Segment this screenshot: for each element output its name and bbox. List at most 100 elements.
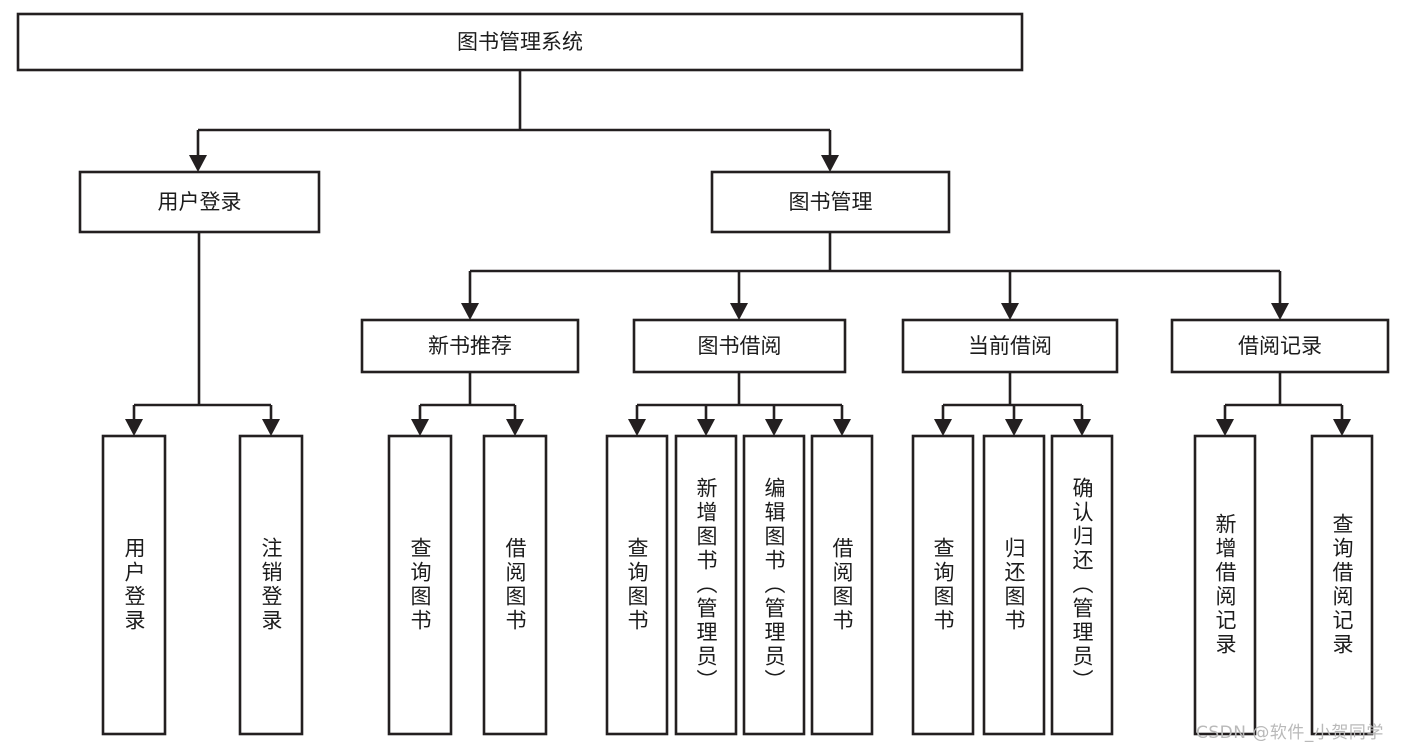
arrow-head-icon [125, 419, 143, 436]
connector-conn-bm-a3 [1001, 271, 1019, 320]
node-root[interactable]: 图书管理系统 [16, 12, 1024, 72]
connector-conn-br-a1 [1216, 405, 1234, 436]
node-label: 查询图书 [931, 537, 955, 633]
connector-conn-bw-a1 [628, 405, 646, 436]
node-label: 编辑图书（管理员） [762, 477, 786, 693]
connector-conn-bm-a4 [1271, 271, 1289, 320]
arrow-head-icon [1073, 419, 1091, 436]
node-box[interactable] [810, 434, 874, 736]
node-leaf-return-book[interactable]: 归还图书 [982, 434, 1046, 736]
arrow-head-icon [628, 419, 646, 436]
node-new-book-recommend[interactable]: 新书推荐 [360, 318, 580, 374]
node-label: 借阅图书 [830, 537, 854, 633]
node-box[interactable] [1170, 318, 1390, 374]
arrow-head-icon [1333, 419, 1351, 436]
node-label: 新增借阅记录 [1213, 513, 1237, 657]
node-box[interactable] [238, 434, 304, 736]
arrow-head-icon [1001, 303, 1019, 320]
connector-conn-bw-a2 [697, 405, 715, 436]
node-current-borrow[interactable]: 当前借阅 [901, 318, 1119, 374]
node-box[interactable] [911, 434, 975, 736]
node-label: 图书借阅 [698, 334, 782, 358]
node-box[interactable] [482, 434, 548, 736]
connector-conn-bw-a4 [833, 405, 851, 436]
node-leaf-add-book[interactable]: 新增图书（管理员） [674, 434, 738, 736]
node-box[interactable] [982, 434, 1046, 736]
connector-conn-br-a2 [1333, 405, 1351, 436]
node-label: 用户登录 [122, 537, 146, 633]
node-leaf-user-login[interactable]: 用户登录 [101, 434, 167, 736]
arrow-head-icon [934, 419, 952, 436]
node-box[interactable] [16, 12, 1024, 72]
node-borrow-record[interactable]: 借阅记录 [1170, 318, 1390, 374]
arrow-head-icon [1216, 419, 1234, 436]
node-leaf-add-borrow-record[interactable]: 新增借阅记录 [1193, 434, 1257, 736]
node-label: 查询借阅记录 [1330, 513, 1354, 657]
connector-conn-cb-a2 [1005, 405, 1023, 436]
node-box[interactable] [1050, 434, 1114, 736]
node-leaf-borrow-book[interactable]: 借阅图书 [810, 434, 874, 736]
node-leaf-query-book-borrow[interactable]: 查询图书 [605, 434, 669, 736]
node-label: 归还图书 [1002, 537, 1026, 633]
arrow-head-icon [765, 419, 783, 436]
node-box[interactable] [605, 434, 669, 736]
node-user-login[interactable]: 用户登录 [78, 170, 321, 234]
arrow-head-icon [262, 419, 280, 436]
arrow-head-icon [833, 419, 851, 436]
arrow-head-icon [461, 303, 479, 320]
connector-conn-bm-a2 [730, 271, 748, 320]
node-box[interactable] [674, 434, 738, 736]
node-box[interactable] [1310, 434, 1374, 736]
node-leaf-query-book-current[interactable]: 查询图书 [911, 434, 975, 736]
node-label: 注销登录 [259, 537, 283, 633]
node-label: 新增图书（管理员） [694, 477, 718, 693]
node-box[interactable] [360, 318, 580, 374]
arrow-head-icon [1005, 419, 1023, 436]
node-box[interactable] [901, 318, 1119, 374]
node-box[interactable] [78, 170, 321, 234]
arrow-head-icon [1271, 303, 1289, 320]
connector-conn-userlogin-a2 [262, 405, 280, 436]
arrow-head-icon [821, 155, 839, 172]
node-leaf-confirm-return[interactable]: 确认归还（管理员） [1050, 434, 1114, 736]
node-label: 查询图书 [408, 537, 432, 633]
node-box[interactable] [1193, 434, 1257, 736]
node-label: 图书管理 [789, 190, 873, 214]
node-box[interactable] [742, 434, 806, 736]
node-box[interactable] [632, 318, 847, 374]
connector-conn-cb-a3 [1073, 405, 1091, 436]
arrow-head-icon [730, 303, 748, 320]
connector-conn-bw-a3 [765, 405, 783, 436]
arrow-head-icon [189, 155, 207, 172]
node-leaf-query-borrow-record[interactable]: 查询借阅记录 [1310, 434, 1374, 736]
arrow-head-icon [697, 419, 715, 436]
node-label: 当前借阅 [968, 334, 1052, 358]
node-book-borrow[interactable]: 图书借阅 [632, 318, 847, 374]
connector-layer [125, 70, 1351, 436]
node-book-manage[interactable]: 图书管理 [710, 170, 951, 234]
node-box[interactable] [710, 170, 951, 234]
node-box[interactable] [387, 434, 453, 736]
connector-conn-userlogin-a1 [125, 405, 143, 436]
connector-conn-cb-a1 [934, 405, 952, 436]
connector-conn-rec-a1 [411, 405, 429, 436]
arrow-head-icon [411, 419, 429, 436]
node-leaf-edit-book[interactable]: 编辑图书（管理员） [742, 434, 806, 736]
node-label: 借阅记录 [1238, 334, 1322, 358]
node-box[interactable] [101, 434, 167, 736]
node-label: 查询图书 [625, 537, 649, 633]
node-label: 借阅图书 [503, 537, 527, 633]
node-label: 新书推荐 [428, 334, 512, 358]
node-label: 用户登录 [158, 190, 242, 214]
node-label: 图书管理系统 [457, 30, 583, 54]
node-leaf-borrow-book-recommend[interactable]: 借阅图书 [482, 434, 548, 736]
connector-conn-root-to-book-manage [821, 130, 839, 172]
node-leaf-user-logout[interactable]: 注销登录 [238, 434, 304, 736]
node-leaf-query-book-recommend[interactable]: 查询图书 [387, 434, 453, 736]
node-label: 确认归还（管理员） [1070, 477, 1094, 693]
connector-conn-bm-a1 [461, 271, 479, 320]
connector-conn-rec-a2 [506, 405, 524, 436]
arrow-head-icon [506, 419, 524, 436]
